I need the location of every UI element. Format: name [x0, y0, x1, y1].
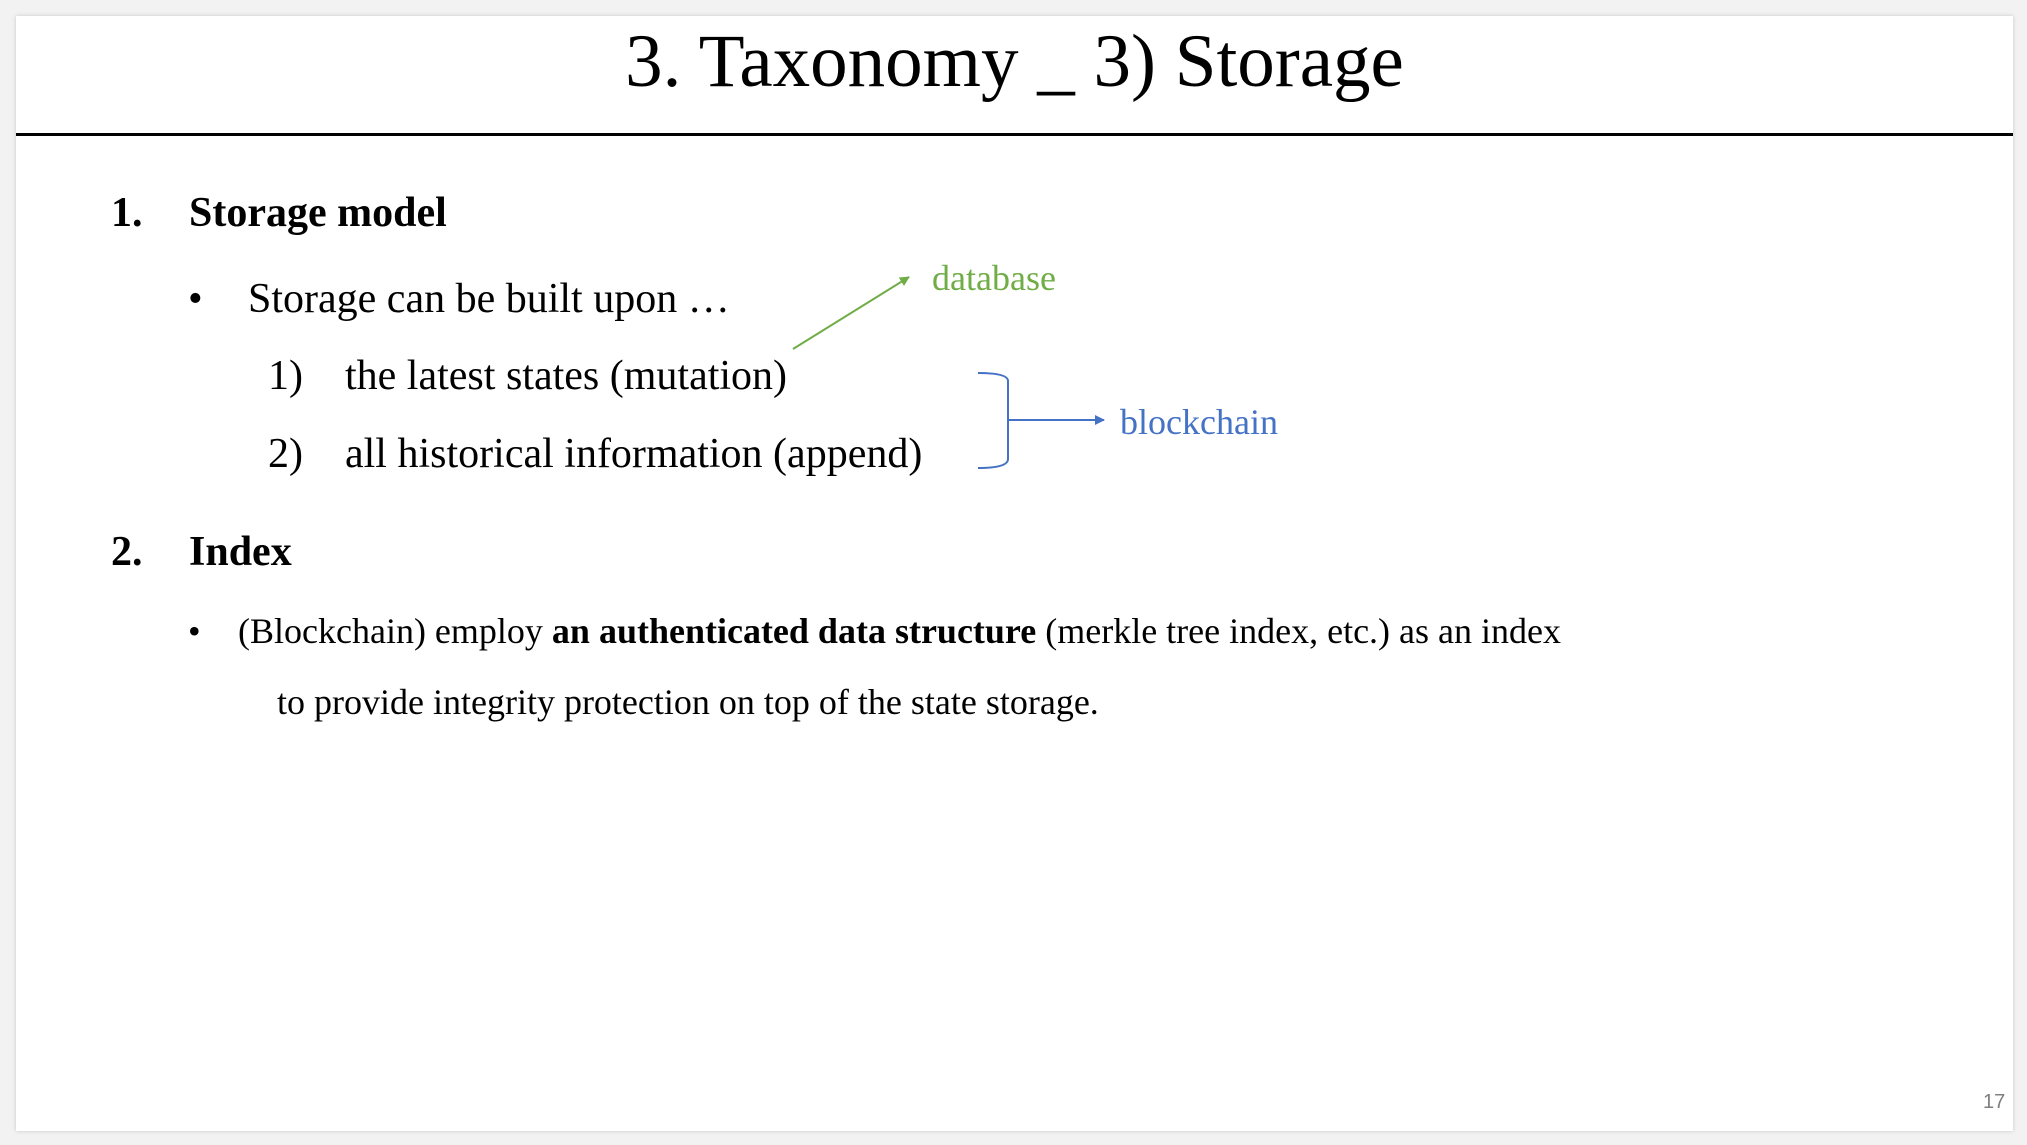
section-2-line-2: to provide integrity protection on top o…: [277, 682, 1099, 722]
title-divider: [16, 133, 2013, 136]
blockchain-label: blockchain: [1120, 402, 1278, 442]
section-1-title: Storage model: [189, 190, 447, 236]
section-2-number: 2.: [111, 529, 143, 575]
line-1-bold: an authenticated data structure: [551, 611, 1037, 651]
line-1-suffix: (merkle tree index, etc.) as an index: [1036, 611, 1561, 651]
section-1-bullet-symbol: •: [188, 276, 203, 322]
item-1-number: 1): [268, 353, 303, 399]
slide: [16, 16, 2013, 1131]
page-number: 17: [1983, 1091, 2006, 1113]
item-2-text: all historical information (append): [345, 431, 923, 477]
section-1-bullet-text: Storage can be built upon …: [248, 276, 730, 322]
line-1-prefix: (Blockchain) employ: [238, 611, 552, 651]
item-1-text: the latest states (mutation): [345, 353, 788, 399]
item-2-number: 2): [268, 431, 303, 477]
section-1-number: 1.: [111, 190, 143, 236]
section-2-bullet-symbol: •: [188, 611, 201, 651]
section-2-line-1: (Blockchain) employ an authenticated dat…: [238, 613, 1561, 649]
database-label: database: [932, 258, 1056, 298]
slide-title: 3. Taxonomy _ 3) Storage: [625, 20, 1404, 103]
section-2-title: Index: [189, 529, 292, 575]
